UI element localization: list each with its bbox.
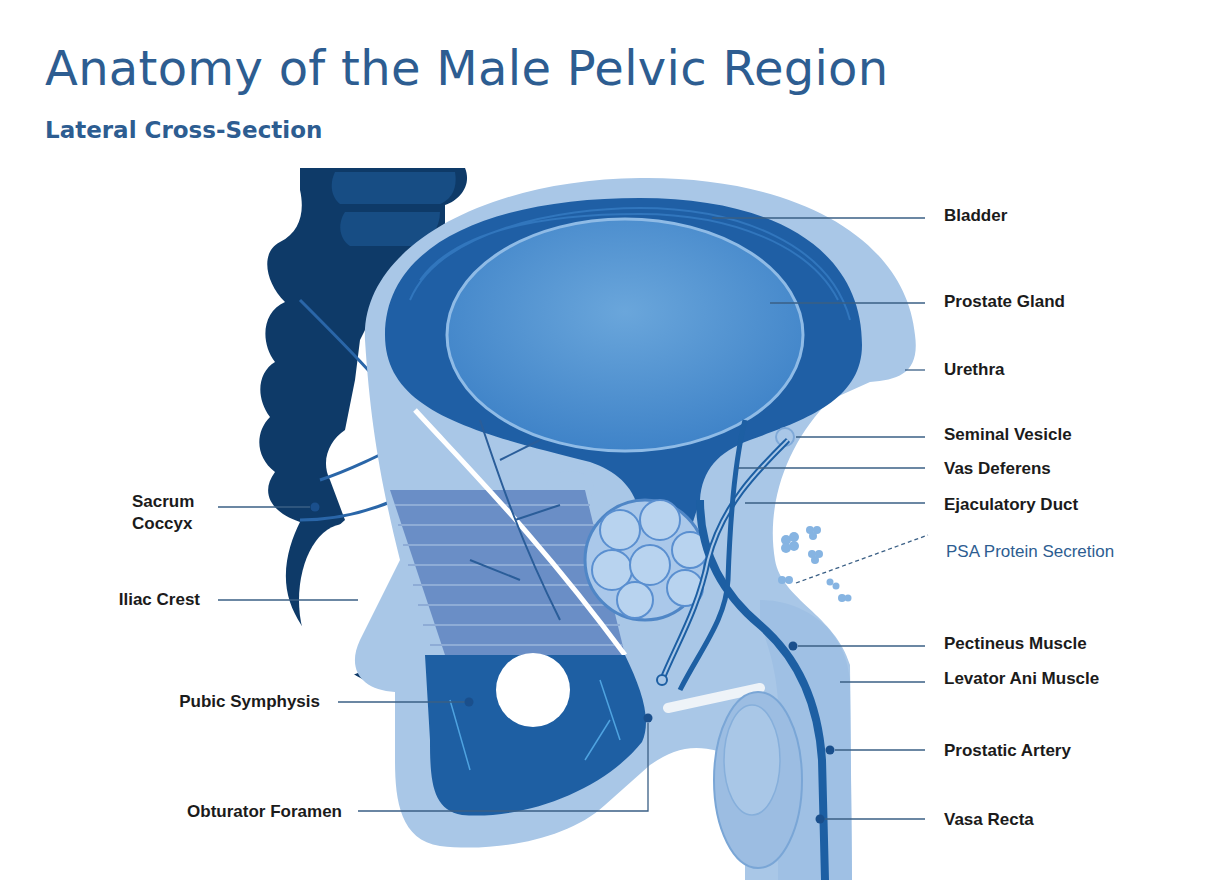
pelvic-tissue xyxy=(355,178,916,880)
part-label: Pubic Symphysis xyxy=(179,691,320,713)
part-label: Sacrum Coccyx xyxy=(132,491,208,535)
vas-deferens xyxy=(662,440,788,680)
part-label: Obturator Foramen xyxy=(187,801,342,823)
leader-line xyxy=(218,218,928,819)
part-label: Seminal Vesicle xyxy=(944,424,1072,446)
vertebra-block xyxy=(332,172,456,204)
vas-deferens-lumen xyxy=(662,440,788,680)
part-label: Bladder xyxy=(944,205,1007,227)
testis xyxy=(714,692,802,868)
page-title: Anatomy of the Male Pelvic Region xyxy=(45,38,889,98)
testis-inner xyxy=(724,705,780,815)
part-label: Prostatic Artery xyxy=(944,740,1071,762)
part-label: Pectineus Muscle xyxy=(944,633,1087,655)
part-label: Urethra xyxy=(944,359,1004,381)
duct-end xyxy=(657,675,667,685)
part-label: Vasa Recta xyxy=(944,809,1034,831)
vessel-branch xyxy=(470,420,560,620)
note-label: PSA Protein Secretion xyxy=(946,541,1114,563)
part-label: Levator Ani Muscle xyxy=(944,668,1099,690)
part-label: Prostate Gland xyxy=(944,291,1065,313)
part-label: Vas Deferens xyxy=(944,458,1051,480)
bladder-lumen xyxy=(447,219,803,451)
subtitle: Lateral Cross-Section xyxy=(45,115,322,145)
bladder-wall xyxy=(385,198,862,525)
obturator-opening xyxy=(496,653,570,727)
part-label: Iliac Crest xyxy=(119,589,200,611)
ejaculatory-duct xyxy=(680,420,745,690)
part-label: Ejaculatory Duct xyxy=(944,494,1078,516)
prostate-lobule xyxy=(592,500,708,618)
leader-dot xyxy=(311,503,835,824)
psa-molecule xyxy=(778,526,852,602)
